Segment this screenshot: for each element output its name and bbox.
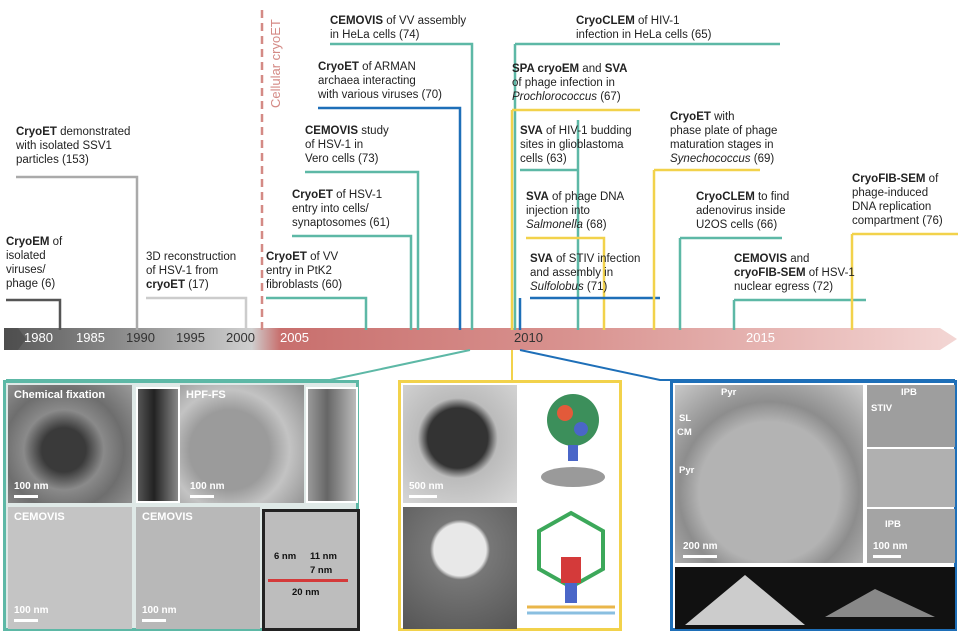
label-sl: SL xyxy=(679,413,692,424)
scalebar-middle: 500 nm xyxy=(409,481,444,492)
stiv-image-1 xyxy=(867,385,955,447)
cemovis-title-2: CEMOVIS xyxy=(142,511,193,523)
scalebar-b: 100 nm xyxy=(190,481,225,492)
measure-11nm: 11 nm xyxy=(310,551,337,562)
phage-schematic xyxy=(521,507,621,629)
era-label: Cellular cryoET xyxy=(268,19,283,108)
link-right-panel xyxy=(519,349,955,381)
cemovis-title-1: CEMOVIS xyxy=(14,511,65,523)
year-1980: 1980 xyxy=(24,330,53,345)
label-cm: CM xyxy=(677,427,692,438)
cemovis-zoom-inset xyxy=(262,509,360,631)
label-pyr-left: Pyr xyxy=(679,465,695,476)
middle-panel: 500 nm xyxy=(398,380,622,631)
right-panel: Pyr SL CM Pyr 200 nm STIV IPB IPB 100 nm xyxy=(670,380,957,631)
phage-schematic-icon xyxy=(527,510,615,615)
year-1990: 1990 xyxy=(126,330,155,345)
phage-cell-image xyxy=(403,385,517,503)
conn-arman xyxy=(318,106,462,330)
hpf-inset xyxy=(306,387,358,503)
scalebar-right-a: 200 nm xyxy=(683,541,718,552)
pyramid-icon xyxy=(685,575,935,625)
timeline-arrow xyxy=(4,328,957,350)
cemovis-image-2 xyxy=(136,507,260,629)
year-2015: 2015 xyxy=(746,330,775,345)
label-pyr-top: Pyr xyxy=(721,387,737,398)
hpf-image xyxy=(180,385,304,503)
label-ipb-bottom: IPB xyxy=(885,519,901,530)
label-stiv: STIV xyxy=(871,403,893,414)
chem-fixation-inset xyxy=(136,387,180,503)
conn-cemovis-hsv1 xyxy=(305,170,420,330)
year-2000: 2000 xyxy=(226,330,255,345)
measure-20nm: 20 nm xyxy=(292,587,320,598)
scalebar-d: 100 nm xyxy=(142,605,177,616)
measure-7nm: 7 nm xyxy=(310,565,333,576)
year-2005: 2005 xyxy=(280,330,309,345)
phage-3d-model xyxy=(521,385,621,503)
stiv-image-2 xyxy=(867,449,955,507)
label-ipb-top: IPB xyxy=(901,387,917,398)
year-2010: 2010 xyxy=(514,330,543,345)
conn-vv-assembly xyxy=(330,42,474,330)
scalebar-right-b: 100 nm xyxy=(873,541,908,552)
sulfolobus-tomogram xyxy=(675,385,863,563)
scalebar-a: 100 nm xyxy=(14,481,49,492)
phage-average-image xyxy=(403,507,517,629)
year-1985: 1985 xyxy=(76,330,105,345)
left-panel: Chemical fixation HPF-FS CEMOVIS CEMOVIS… xyxy=(3,380,360,631)
hpf-title: HPF-FS xyxy=(186,389,226,401)
year-1995: 1995 xyxy=(176,330,205,345)
cemovis-image-1 xyxy=(8,507,132,629)
pyramid-3d-render xyxy=(675,567,955,629)
era-chevrons xyxy=(4,328,26,350)
phage-capsid-icon xyxy=(541,394,605,487)
chem-fixation-image xyxy=(8,385,132,503)
conn-salmonella xyxy=(526,236,606,330)
conn-ssv1 xyxy=(16,175,139,330)
conn-vv-entry xyxy=(266,296,368,330)
chem-fixation-title: Chemical fixation xyxy=(14,389,106,401)
conn-hsv1-3d xyxy=(146,296,248,330)
measure-6nm: 6 nm xyxy=(274,551,297,562)
link-left-panel xyxy=(6,349,471,381)
conn-hsv1-entry xyxy=(292,234,413,330)
stiv-image-3 xyxy=(867,509,955,563)
conn-cryoem xyxy=(6,298,62,330)
scalebar-c: 100 nm xyxy=(14,605,49,616)
